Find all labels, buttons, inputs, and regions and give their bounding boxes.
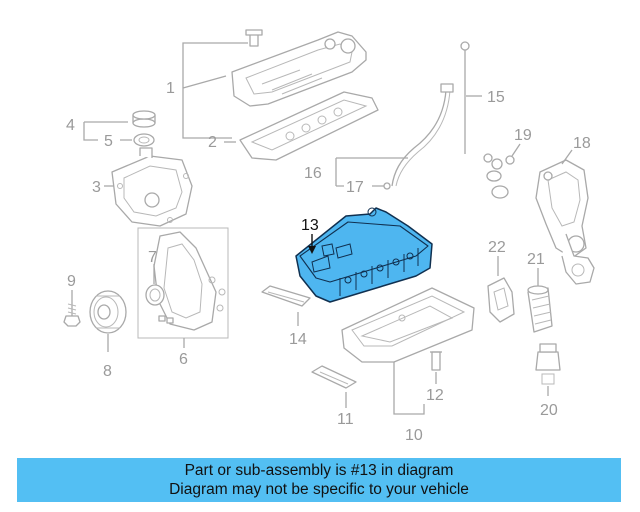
dipstick-tube (383, 83, 454, 190)
oil-dipstick (460, 41, 470, 154)
callout-21: 21 (527, 251, 545, 268)
callout-10: 10 (405, 427, 423, 444)
callout-13-highlighted: 13 (301, 217, 319, 234)
oil-filler-cap (132, 110, 156, 147)
oil-filter-cap (535, 343, 561, 385)
crankshaft-pulley (89, 290, 127, 334)
callout-14: 14 (289, 331, 307, 348)
callout-2: 2 (208, 134, 217, 151)
callout-3: 3 (92, 179, 101, 196)
callout-11: 11 (337, 411, 354, 428)
pulley-bolt (63, 300, 81, 327)
oil-pan-upper-highlighted (295, 207, 433, 303)
oil-filter-element (527, 285, 553, 333)
oil-cooler-seals (483, 153, 515, 199)
valve-cover-gasket (239, 91, 379, 161)
drain-plug (430, 351, 442, 371)
callout-22: 22 (488, 239, 506, 256)
callout-20: 20 (540, 402, 558, 419)
callout-6: 6 (179, 351, 188, 368)
banner-line-disclaimer: Diagram may not be specific to your vehi… (169, 481, 469, 498)
callout-7: 7 (148, 249, 157, 266)
oil-pan-lower (341, 287, 475, 363)
timing-cover-upper (111, 147, 193, 227)
callout-1: 1 (166, 80, 175, 97)
callout-16: 16 (304, 165, 322, 182)
callout-4: 4 (66, 117, 75, 134)
banner-line-part-number: Part or sub-assembly is #13 in diagram (184, 462, 454, 479)
info-banner: Part or sub-assembly is #13 in diagram D… (17, 458, 621, 502)
cylinder-head-cover (231, 29, 367, 107)
callout-8: 8 (103, 363, 112, 380)
oil-pan-gasket-sealant (261, 285, 311, 307)
callout-19: 19 (514, 127, 532, 144)
callout-18: 18 (573, 135, 591, 152)
lower-pan-gasket (311, 365, 357, 389)
timing-cover-lower (137, 227, 229, 339)
callout-5: 5 (104, 133, 113, 150)
oil-filter-housing (535, 159, 595, 285)
oil-filter-bracket (487, 277, 515, 323)
callout-12: 12 (426, 387, 444, 404)
callout-9: 9 (67, 273, 76, 290)
callout-17: 17 (346, 179, 364, 196)
callout-15: 15 (487, 89, 505, 106)
engine-parts-diagram: 1 2 3 4 5 6 7 8 9 10 11 12 13 14 15 16 1… (63, 29, 595, 444)
